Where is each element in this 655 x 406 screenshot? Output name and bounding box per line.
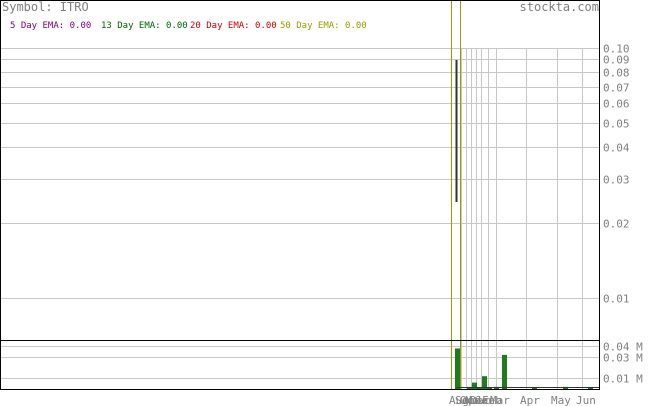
month-tick-label: Sep [455,394,475,406]
vertical-grid [461,48,583,389]
volume-bar [477,387,482,389]
price-tick-label: 0.01 [603,293,630,306]
volume-bar [588,387,593,389]
symbol-label: Symbol: ITRO [2,0,89,14]
volume-tick-label: 0.01 M [603,373,643,386]
legend-ema50: 50 Day EMA: 0.00 [280,21,367,31]
price-tick-label: 0.07 [603,82,630,95]
month-tick-label: Nov [465,394,485,406]
price-tick-label: 0.08 [603,67,630,80]
price-axis: 0.100.090.08 0.07 0.06 0.05 0.04 0.03 0.02 0.01 [603,43,630,306]
volume-bar [482,376,487,389]
legend-ema13: 13 Day EMA: 0.00 [101,21,188,31]
price-grid [1,48,599,299]
month-tick-label: Aug [449,394,469,406]
volume-bars [455,348,593,389]
volume-grid [1,346,599,379]
month-tick-label: Dec [470,394,490,406]
month-tick-label: Jan [475,394,495,406]
volume-bar [472,382,477,389]
volume-tick-label: 0.04 M [603,341,643,354]
volume-bar [487,387,492,389]
volume-panel-frame [0,340,600,390]
price-tick-label: 0.03 [603,174,630,187]
price-tick-label: 0.06 [603,98,630,111]
price-tick-label: 0.02 [603,218,630,231]
month-tick-label: Apr [520,394,540,406]
price-tick-label: 0.05 [603,118,630,131]
month-tick-label: Feb [482,394,502,406]
price-tick-label: 0.10 [603,43,630,56]
volume-axis: 0.04 M0.03 M 0.01 M [603,341,643,386]
volume-bar [502,354,507,389]
site-label: stockta.com [520,0,599,14]
price-lines [451,1,600,389]
legend-ema20: 20 Day EMA: 0.00 [190,21,277,31]
month-tick-label: Jun [576,394,596,406]
volume-bar [532,387,537,389]
volume-bar [455,348,460,389]
legend-ema5: 5 Day EMA: 0.00 [10,21,91,31]
price-panel-frame [0,0,600,341]
month-tick-label: May [551,394,571,406]
month-tick-label: Oct [460,394,480,406]
ema-legend: 5 Day EMA: 0.00 13 Day EMA: 0.00 20 Day … [10,21,367,31]
volume-tick-label: 0.03 M [603,352,643,365]
price-tick-label: 0.09 [603,54,630,67]
price-tick-label: 0.04 [603,142,630,155]
month-tick-label: Mar [490,394,510,406]
